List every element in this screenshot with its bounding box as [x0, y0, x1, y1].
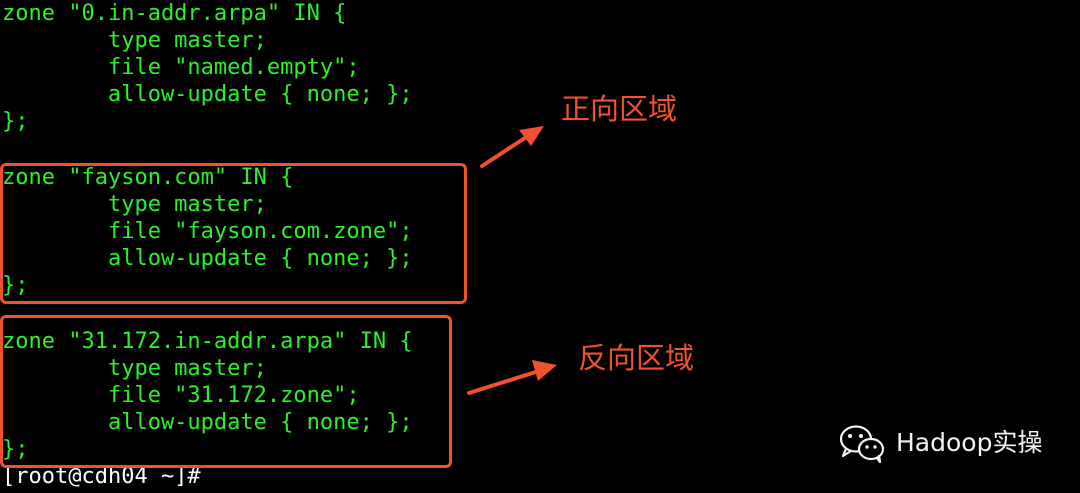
config-line: type master; [2, 356, 267, 381]
config-line: }; [2, 437, 29, 462]
watermark: Hadoop实操 [838, 420, 1042, 466]
config-line: file "31.172.zone"; [2, 383, 360, 408]
reverse-zone-arrow-icon [467, 360, 557, 395]
wechat-icon [839, 425, 885, 463]
config-line: zone "31.172.in-addr.arpa" IN { [2, 329, 413, 354]
forward-zone-arrow-icon [480, 126, 544, 168]
config-line: file "fayson.com.zone"; [2, 219, 413, 244]
config-line: }; [2, 109, 29, 134]
watermark-text: Hadoop实操 [896, 428, 1043, 457]
config-line: file "named.empty"; [2, 55, 360, 80]
config-line: type master; [2, 28, 267, 53]
terminal-cursor [201, 465, 213, 486]
config-line: allow-update { none; }; [2, 410, 413, 435]
reverse-zone-highlight-box [0, 315, 452, 468]
config-line: }; [2, 273, 29, 298]
forward-zone-highlight-box [0, 163, 467, 304]
config-line: zone "fayson.com" IN { [2, 165, 294, 190]
shell-prompt: [root@cdh04 ~]# [2, 464, 201, 489]
config-line: allow-update { none; }; [2, 246, 413, 271]
config-line: zone "0.in-addr.arpa" IN { [2, 1, 347, 26]
config-line: allow-update { none; }; [2, 82, 413, 107]
forward-zone-label: 正向区域 [561, 92, 678, 126]
config-line: type master; [2, 192, 267, 217]
reverse-zone-label: 反向区域 [578, 341, 695, 375]
shell-prompt-line[interactable]: [root@cdh04 ~]# [2, 463, 213, 490]
